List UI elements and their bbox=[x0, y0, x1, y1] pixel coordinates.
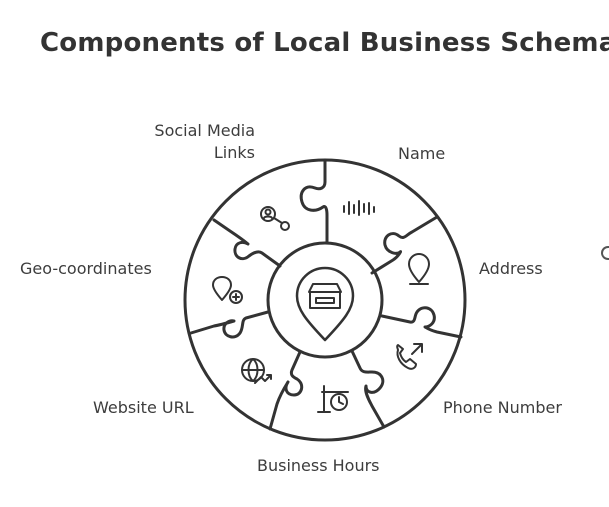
divider-7 bbox=[212, 218, 282, 268]
segment-label-phone-number: Phone Number bbox=[443, 398, 562, 417]
inner-ring bbox=[266, 241, 384, 359]
store-pin-icon bbox=[295, 266, 355, 342]
segment-label-name: Name bbox=[398, 144, 446, 163]
segment-label-social-media-links: Social Media Links bbox=[154, 121, 255, 162]
divider-1 bbox=[299, 158, 329, 245]
pin-plus-icon bbox=[212, 276, 243, 304]
segment-label-address: Address bbox=[479, 259, 543, 278]
phone-icon bbox=[396, 343, 423, 370]
waveform-icon bbox=[343, 200, 375, 216]
diagram-title: Components of Local Business Schema bbox=[40, 28, 609, 58]
segment-label-website-url: Website URL bbox=[93, 398, 194, 417]
user-network-icon bbox=[260, 206, 290, 231]
globe-trend-icon bbox=[241, 358, 272, 384]
divider-2 bbox=[370, 215, 439, 275]
divider-3 bbox=[380, 306, 463, 339]
divider-6 bbox=[189, 310, 270, 339]
divider-4 bbox=[350, 349, 386, 429]
location-pin-icon bbox=[408, 253, 430, 285]
clipped-element-edge bbox=[601, 246, 609, 260]
segment-label-geo-coordinates: Geo-coordinates bbox=[20, 259, 152, 278]
divider-5 bbox=[268, 350, 304, 431]
clock-sign-icon bbox=[317, 385, 349, 413]
segment-label-business-hours: Business Hours bbox=[257, 456, 380, 475]
